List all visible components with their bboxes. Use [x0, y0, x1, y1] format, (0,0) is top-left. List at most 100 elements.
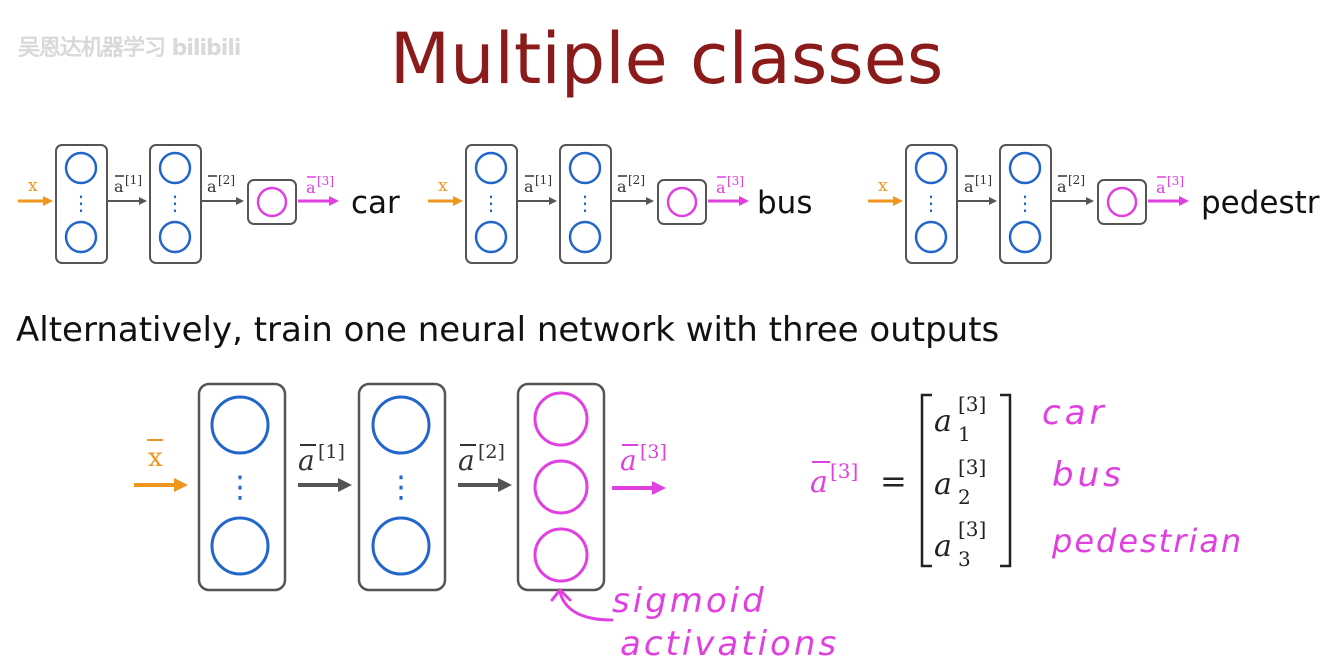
a1-label: a: [524, 177, 534, 196]
a1-label: a: [964, 177, 974, 196]
neuron: [210, 516, 270, 576]
dots: ⋮: [225, 471, 255, 504]
neuron: [371, 395, 431, 455]
entry-sub: 2: [958, 485, 971, 509]
small-network-pedestrian: x ⋮ a [1] ⋮ a [2] a [3] pedestr: [868, 144, 1320, 264]
dots: ⋮: [921, 193, 941, 215]
dots: ⋮: [165, 193, 185, 215]
output-class-label: pedestr: [1201, 185, 1320, 221]
hidden-layer-1-box: [197, 382, 287, 592]
input-x-label: x: [28, 176, 38, 196]
a2-label: a: [458, 444, 475, 477]
input-x-label: x: [878, 176, 888, 196]
output-class-label: car: [351, 185, 400, 221]
handwritten-activations: activations: [620, 624, 839, 664]
neuron: [474, 220, 508, 254]
entry-var: a: [934, 529, 952, 564]
entry-sup: [3]: [958, 392, 986, 416]
neuron: [371, 516, 431, 576]
a2-sup: [2]: [1068, 173, 1085, 187]
a1-sup: [1]: [975, 173, 992, 187]
a3-label: a: [620, 444, 637, 477]
neuron: [64, 151, 98, 185]
hidden-layer-2-box: [357, 382, 447, 592]
neuron: [914, 151, 948, 185]
output-vector-equation: a [3] = a [3] 1 a [3] 2 a [3] 3: [810, 392, 1012, 571]
hidden-layer-2-box: [149, 144, 202, 264]
neuron: [210, 395, 270, 455]
a3-sup: [3]: [640, 441, 667, 463]
a3-sup: [3]: [727, 174, 744, 188]
a3-sup: [3]: [317, 174, 334, 188]
small-network-car: x ⋮ a [1] ⋮ a [2] a [3] car: [18, 144, 400, 264]
a2-label: a: [617, 177, 627, 196]
right-bracket: [1000, 393, 1012, 568]
output-neuron: [256, 186, 288, 218]
a1-label: a: [114, 177, 124, 196]
entry-var: a: [934, 404, 952, 439]
entry-var: a: [934, 467, 952, 502]
a3-label: a: [1156, 178, 1166, 197]
neuron: [64, 220, 98, 254]
neuron: [158, 220, 192, 254]
small-network-bus: x ⋮ a [1] ⋮ a [2] a [3] bus: [428, 144, 812, 264]
output-class-label: bus: [757, 185, 812, 221]
a2-label: a: [207, 177, 217, 196]
hidden-layer-1-box: [905, 144, 958, 264]
left-bracket: [920, 393, 932, 568]
handwritten-pedestrian: pedestrian: [1051, 522, 1243, 560]
a1-sup: [1]: [125, 173, 142, 187]
dots: ⋮: [386, 471, 416, 504]
sigmoid-pointer-arrow: [550, 587, 614, 622]
entry-sub: 1: [958, 422, 971, 446]
input-x-label: x: [438, 176, 448, 196]
slide-title: Multiple classes: [389, 18, 944, 100]
output-neuron: [533, 527, 589, 583]
neuron: [568, 220, 602, 254]
slide-subtitle: Alternatively, train one neural network …: [16, 310, 1000, 350]
input-x-label: x: [148, 443, 163, 473]
small-vector-marks: [115, 175, 1166, 178]
a1-sup: [1]: [535, 173, 552, 187]
neuron: [158, 151, 192, 185]
a3-sup: [3]: [1167, 174, 1184, 188]
a2-sup: [2]: [478, 441, 505, 463]
output-neuron: [533, 391, 589, 447]
dots: ⋮: [575, 193, 595, 215]
handwritten-bus: bus: [1052, 455, 1125, 495]
output-neuron: [533, 459, 589, 515]
dots: ⋮: [71, 193, 91, 215]
neuron: [1008, 151, 1042, 185]
neuron: [914, 220, 948, 254]
a3-label: a: [306, 178, 316, 197]
output-layer-box: [1097, 179, 1147, 225]
neuron: [568, 151, 602, 185]
handwritten-car: car: [1042, 393, 1108, 433]
entry-sup: [3]: [958, 517, 986, 541]
hidden-layer-1-box: [55, 144, 108, 264]
hidden-layer-1-box: [465, 144, 518, 264]
big-network: x ⋮ a [1] ⋮ a [2] a [3]: [134, 382, 667, 592]
a2-sup: [2]: [628, 173, 645, 187]
hidden-layer-2-box: [559, 144, 612, 264]
entry-sub: 3: [958, 547, 971, 571]
watermark: 吴恩达机器学习 bilibili: [18, 36, 241, 61]
equation-lhs: a: [810, 465, 828, 500]
output-layer-box: [657, 179, 707, 225]
equation-lhs-sup: [3]: [830, 459, 858, 483]
neuron: [1008, 220, 1042, 254]
equation-equals: =: [880, 462, 907, 500]
entry-sup: [3]: [958, 455, 986, 479]
hidden-layer-2-box: [999, 144, 1052, 264]
output-layer-box: [247, 179, 297, 225]
dots: ⋮: [481, 193, 501, 215]
a1-label: a: [298, 444, 315, 477]
a1-sup: [1]: [318, 441, 345, 463]
a2-sup: [2]: [218, 173, 235, 187]
neuron: [474, 151, 508, 185]
output-layer-box: [516, 382, 606, 592]
a3-label: a: [716, 178, 726, 197]
dots: ⋮: [1015, 193, 1035, 215]
a2-label: a: [1057, 177, 1067, 196]
